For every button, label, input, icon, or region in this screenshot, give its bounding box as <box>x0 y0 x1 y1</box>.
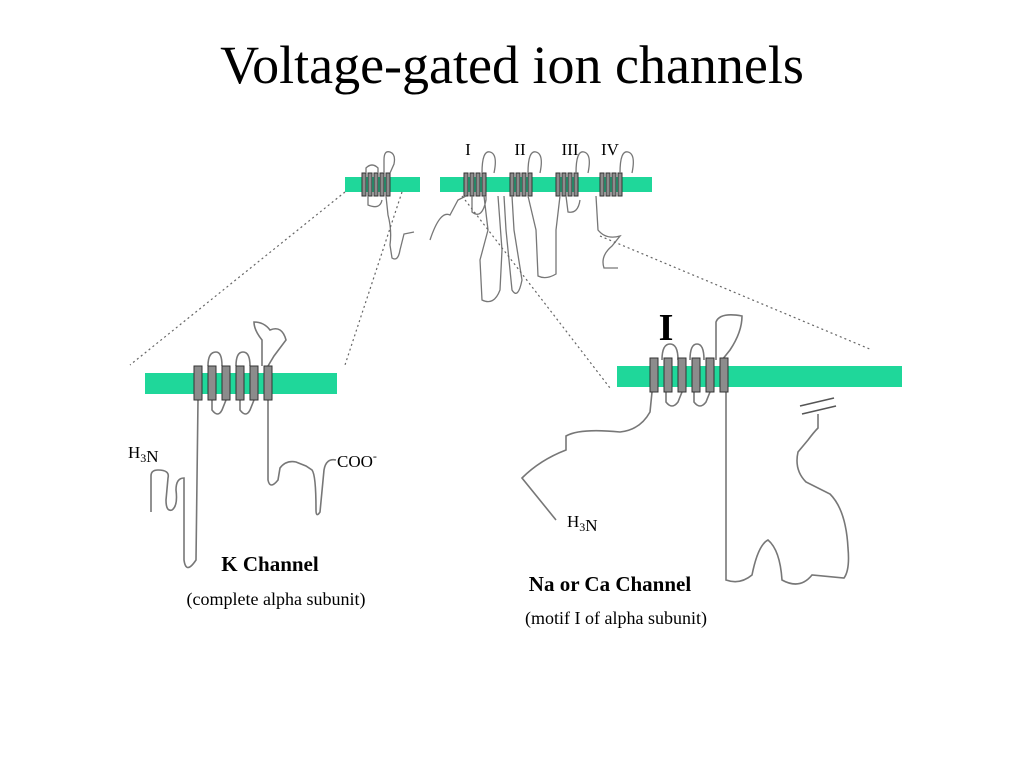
helix <box>719 357 729 393</box>
helix <box>193 365 203 401</box>
helix <box>555 172 561 197</box>
helix <box>599 172 605 197</box>
helix <box>221 365 231 401</box>
c-terminus-label-k: COO- <box>337 449 377 471</box>
helix <box>385 172 391 197</box>
helix <box>663 357 673 393</box>
helix <box>361 172 367 197</box>
zoom-line <box>344 191 403 366</box>
helix <box>521 172 527 197</box>
k-channel-name: K Channel <box>221 552 319 576</box>
helix <box>561 172 567 197</box>
helix <box>649 357 659 393</box>
membrane-small-na <box>440 177 652 192</box>
domain-label-ii: II <box>514 140 526 159</box>
k-channel-detail: H3N COO- K Channel (complete alpha subun… <box>128 321 377 610</box>
na-channel-subtitle: (motif I of alpha subunit) <box>525 608 707 629</box>
helix <box>677 357 687 393</box>
helix <box>373 172 379 197</box>
strand-small-k <box>365 151 415 260</box>
na-channel-detail: I H3N Na or Ca Channel (motif I of alpha… <box>520 307 902 629</box>
helix <box>379 172 385 197</box>
zoom-lines <box>129 191 873 389</box>
helix <box>509 172 515 197</box>
helix <box>481 172 487 197</box>
top-overview: I II III IV <box>345 140 652 303</box>
n-terminus-label-na: H3N <box>567 512 598 535</box>
helix <box>367 172 373 197</box>
helix <box>515 172 521 197</box>
membrane-na <box>617 366 902 387</box>
domain-label-iv: IV <box>601 140 620 159</box>
n-terminus-label-k: H3N <box>128 443 159 466</box>
strand-na <box>520 314 850 585</box>
strand-k <box>150 321 337 569</box>
helix <box>469 172 475 197</box>
domain-label-i: I <box>465 140 471 159</box>
zoom-line <box>129 191 346 366</box>
helix-group-small-na <box>463 172 623 197</box>
helix-group-na <box>649 357 729 393</box>
motif-label: I <box>659 307 674 349</box>
helix <box>235 365 245 401</box>
helix <box>605 172 611 197</box>
strand-small-na <box>429 151 634 303</box>
slide-title: Voltage-gated ion channels <box>220 35 804 95</box>
domain-label-iii: III <box>562 140 579 159</box>
helix <box>573 172 579 197</box>
helix <box>263 365 273 401</box>
zoom-line <box>461 195 611 389</box>
k-channel-subtitle: (complete alpha subunit) <box>187 589 366 610</box>
helix <box>463 172 469 197</box>
helix <box>705 357 715 393</box>
helix <box>249 365 259 401</box>
zoom-line <box>599 235 873 351</box>
na-channel-name: Na or Ca Channel <box>529 572 692 596</box>
helix <box>611 172 617 197</box>
helix <box>527 172 533 197</box>
helix <box>207 365 217 401</box>
helix <box>567 172 573 197</box>
helix-group-k <box>193 365 273 401</box>
helix <box>617 172 623 197</box>
break-mark <box>799 397 837 415</box>
helix <box>691 357 701 393</box>
helix <box>475 172 481 197</box>
helix-group-small-k <box>361 172 391 197</box>
